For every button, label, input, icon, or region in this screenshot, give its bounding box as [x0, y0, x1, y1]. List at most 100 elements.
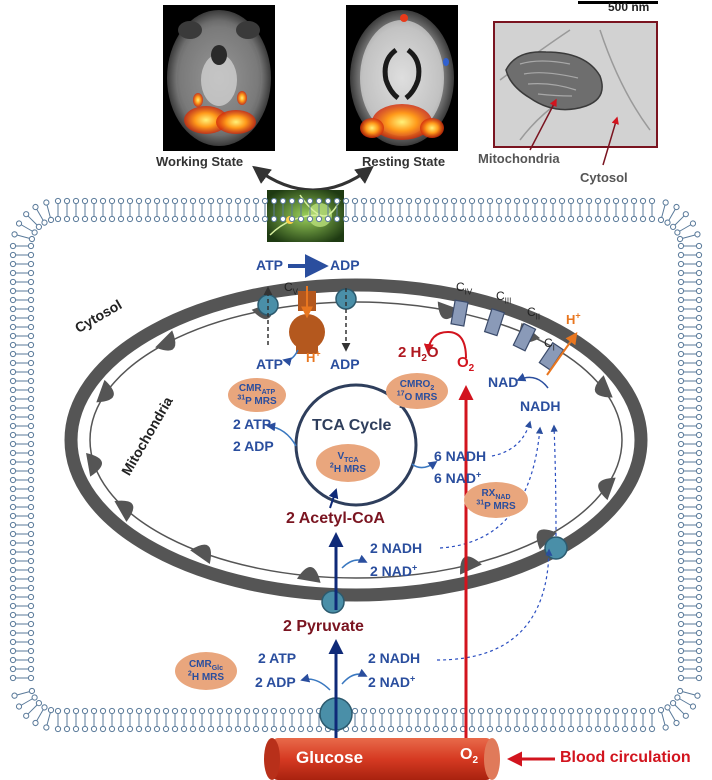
phospholipid	[677, 404, 703, 412]
phospholipid	[450, 197, 458, 223]
glycolysis-nad-label: 2 NAD+	[368, 673, 416, 690]
phospholipid	[677, 242, 703, 250]
phospholipid	[677, 512, 703, 520]
phospholipid	[135, 197, 143, 223]
phospholipid	[90, 197, 98, 223]
phospholipid	[153, 197, 161, 223]
matrix-adp-label: ADP	[330, 356, 360, 372]
phospholipid	[198, 707, 206, 733]
phospholipid	[9, 665, 35, 673]
phospholipid	[126, 197, 134, 223]
phospholipid	[459, 197, 467, 223]
tca-cycle-label: TCA Cycle	[312, 417, 392, 434]
phospholipid	[324, 197, 332, 223]
phospholipid	[423, 197, 431, 223]
phospholipid	[567, 707, 575, 733]
phospholipid	[396, 707, 404, 733]
phospholipid	[153, 707, 161, 733]
phospholipid	[117, 707, 125, 733]
phospholipid	[32, 704, 48, 727]
phospholipid	[252, 197, 260, 223]
phospholipid	[513, 197, 521, 223]
phospholipid	[189, 707, 197, 733]
water-label: 2 H2O	[398, 344, 439, 364]
phospholipid	[306, 707, 314, 733]
em-cytosol-label: Cytosol	[580, 170, 628, 185]
phospholipid	[9, 422, 35, 430]
phospholipid	[677, 323, 703, 331]
phospholipid	[585, 197, 593, 223]
phospholipid	[9, 521, 35, 529]
scale-bar-label: 500 nm	[608, 0, 650, 14]
phospholipid	[540, 707, 548, 733]
phospholipid	[441, 707, 449, 733]
phospholipid	[677, 458, 703, 466]
phospholipid	[677, 602, 703, 610]
phospholipid	[9, 251, 35, 259]
tca-adp-label: 2 ADP	[233, 438, 274, 454]
phospholipid	[432, 197, 440, 223]
phospholipid	[360, 197, 368, 223]
crista	[460, 556, 482, 575]
phospholipid	[234, 707, 242, 733]
phospholipid	[657, 199, 669, 224]
phospholipid	[677, 575, 703, 583]
phospholipid	[677, 305, 703, 313]
phospholipid	[603, 707, 611, 733]
phospholipid	[261, 197, 269, 223]
crista	[190, 544, 212, 565]
phospholipid	[9, 449, 35, 457]
cmr-glc-badge: CMRGlc 2H MRS	[175, 652, 237, 690]
phospholipid	[270, 197, 278, 223]
phospholipid	[677, 449, 703, 457]
phospholipid	[387, 707, 395, 733]
complex-iii-label: CIII	[496, 289, 512, 306]
phospholipid	[11, 231, 36, 243]
phospholipid	[594, 197, 602, 223]
complex-i-proton-arrow	[546, 332, 578, 376]
phospholipid	[522, 197, 530, 223]
phospholipid	[677, 467, 703, 475]
phospholipid	[306, 197, 314, 223]
phospholipid	[9, 467, 35, 475]
phospholipid	[486, 197, 494, 223]
phospholipid	[9, 611, 35, 619]
phospholipid	[9, 512, 35, 520]
phospholipid	[558, 197, 566, 223]
electron-micrograph-image	[493, 1, 658, 148]
phospholipid	[144, 707, 152, 733]
working-state-brain-image	[163, 5, 275, 151]
phospholipid	[9, 359, 35, 367]
phospholipid	[9, 647, 35, 655]
complex-i-label: CI	[544, 336, 555, 353]
phospholipid	[677, 395, 703, 403]
oxygen-reduction-arrow	[423, 330, 467, 359]
phospholipid	[677, 278, 703, 286]
phospholipid	[378, 707, 386, 733]
glycolysis-nadh-arrow	[341, 668, 368, 685]
etc-complexes	[450, 299, 565, 371]
pyruvate-label: 2 Pyruvate	[283, 618, 364, 635]
phospholipid	[677, 485, 703, 493]
neuron-image	[267, 190, 344, 242]
phospholipid	[126, 707, 134, 733]
phospholipid	[677, 269, 703, 277]
phospholipid	[531, 197, 539, 223]
phospholipid	[9, 539, 35, 547]
phospholipid	[180, 197, 188, 223]
phospholipid	[9, 431, 35, 439]
phospholipid	[594, 707, 602, 733]
phospholipid	[351, 197, 359, 223]
resting-state-label: Resting State	[362, 154, 446, 169]
phospholipid	[468, 197, 476, 223]
tca-nadh-label: 6 NADH	[434, 448, 487, 464]
phospholipid	[576, 197, 584, 223]
phospholipid	[9, 629, 35, 637]
acetyl-coa-label: 2 Acetyl-CoA	[286, 510, 385, 527]
mito-oxygen-label: O2	[457, 354, 475, 374]
phospholipid	[369, 707, 377, 733]
pdh-nadh-label: 2 NADH	[370, 540, 423, 556]
phospholipid	[279, 707, 287, 733]
phospholipid	[639, 197, 647, 223]
phospholipid	[207, 707, 215, 733]
